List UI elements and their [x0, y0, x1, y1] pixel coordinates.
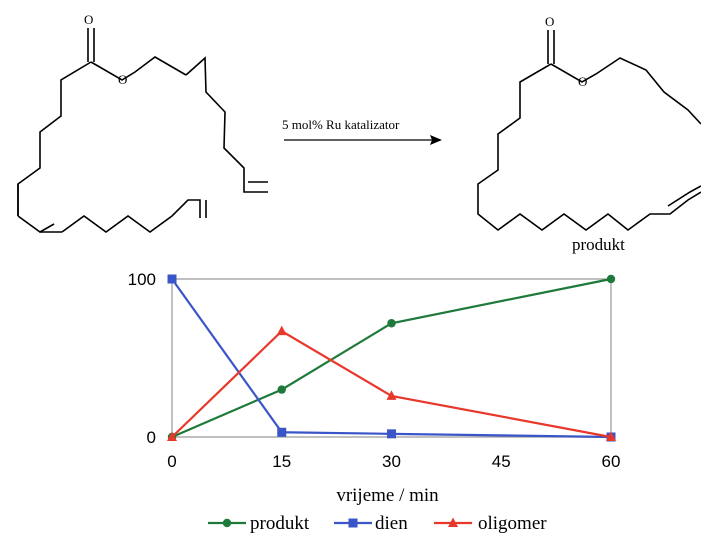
legend-marker-oligomer — [448, 517, 458, 527]
data-point-produkt — [606, 274, 616, 284]
reactant-oxygen-carbonyl: O — [84, 12, 93, 27]
chart: 0 15 30 45 60 0 100 vrijeme / min produkt dien oli… — [128, 270, 621, 534]
legend-marker-dien — [348, 518, 358, 528]
data-point-produkt — [277, 385, 286, 394]
data-point-oligomer — [167, 431, 177, 441]
x-tick-label: 15 — [272, 452, 291, 471]
y-tick-label: 100 — [128, 270, 156, 289]
x-tick-label: 0 — [167, 452, 176, 471]
series-produkt — [167, 274, 616, 442]
data-point-produkt — [387, 319, 396, 328]
product-structure — [477, 30, 701, 232]
legend-label-oligomer: oligomer — [478, 513, 547, 534]
series-oligomer — [167, 325, 616, 441]
legend-marker-produkt — [222, 518, 232, 528]
legend-label-produkt: produkt — [250, 513, 310, 534]
x-tick-label: 60 — [602, 452, 621, 471]
series-line-produkt — [171, 277, 612, 439]
product-oxygen-ester: O — [578, 74, 587, 89]
series-dien — [167, 274, 616, 442]
data-point-dien — [387, 429, 396, 439]
legend-label-dien: dien — [375, 513, 408, 534]
product-label: produkt — [572, 235, 625, 254]
arrow-label: 5 mol% Ru katalizator — [282, 117, 400, 132]
series-line-dien — [171, 278, 612, 439]
series-line-oligomer — [171, 329, 612, 439]
reactant-oxygen-ester: O — [118, 72, 127, 87]
data-point-oligomer — [606, 431, 616, 441]
reaction-arrow — [284, 135, 442, 145]
product-oxygen-carbonyl: O — [545, 14, 554, 29]
y-tick-label: 0 — [147, 428, 156, 447]
data-point-dien — [167, 274, 177, 284]
reactant-structure — [17, 28, 268, 233]
data-point-dien — [277, 427, 287, 437]
x-axis-label: vrijeme / min — [336, 485, 439, 506]
x-tick-label: 30 — [382, 452, 401, 471]
data-point-oligomer — [386, 390, 397, 400]
data-point-oligomer — [276, 325, 287, 336]
legend: produkt dien oligomer — [208, 513, 547, 534]
x-tick-label: 45 — [492, 452, 511, 471]
